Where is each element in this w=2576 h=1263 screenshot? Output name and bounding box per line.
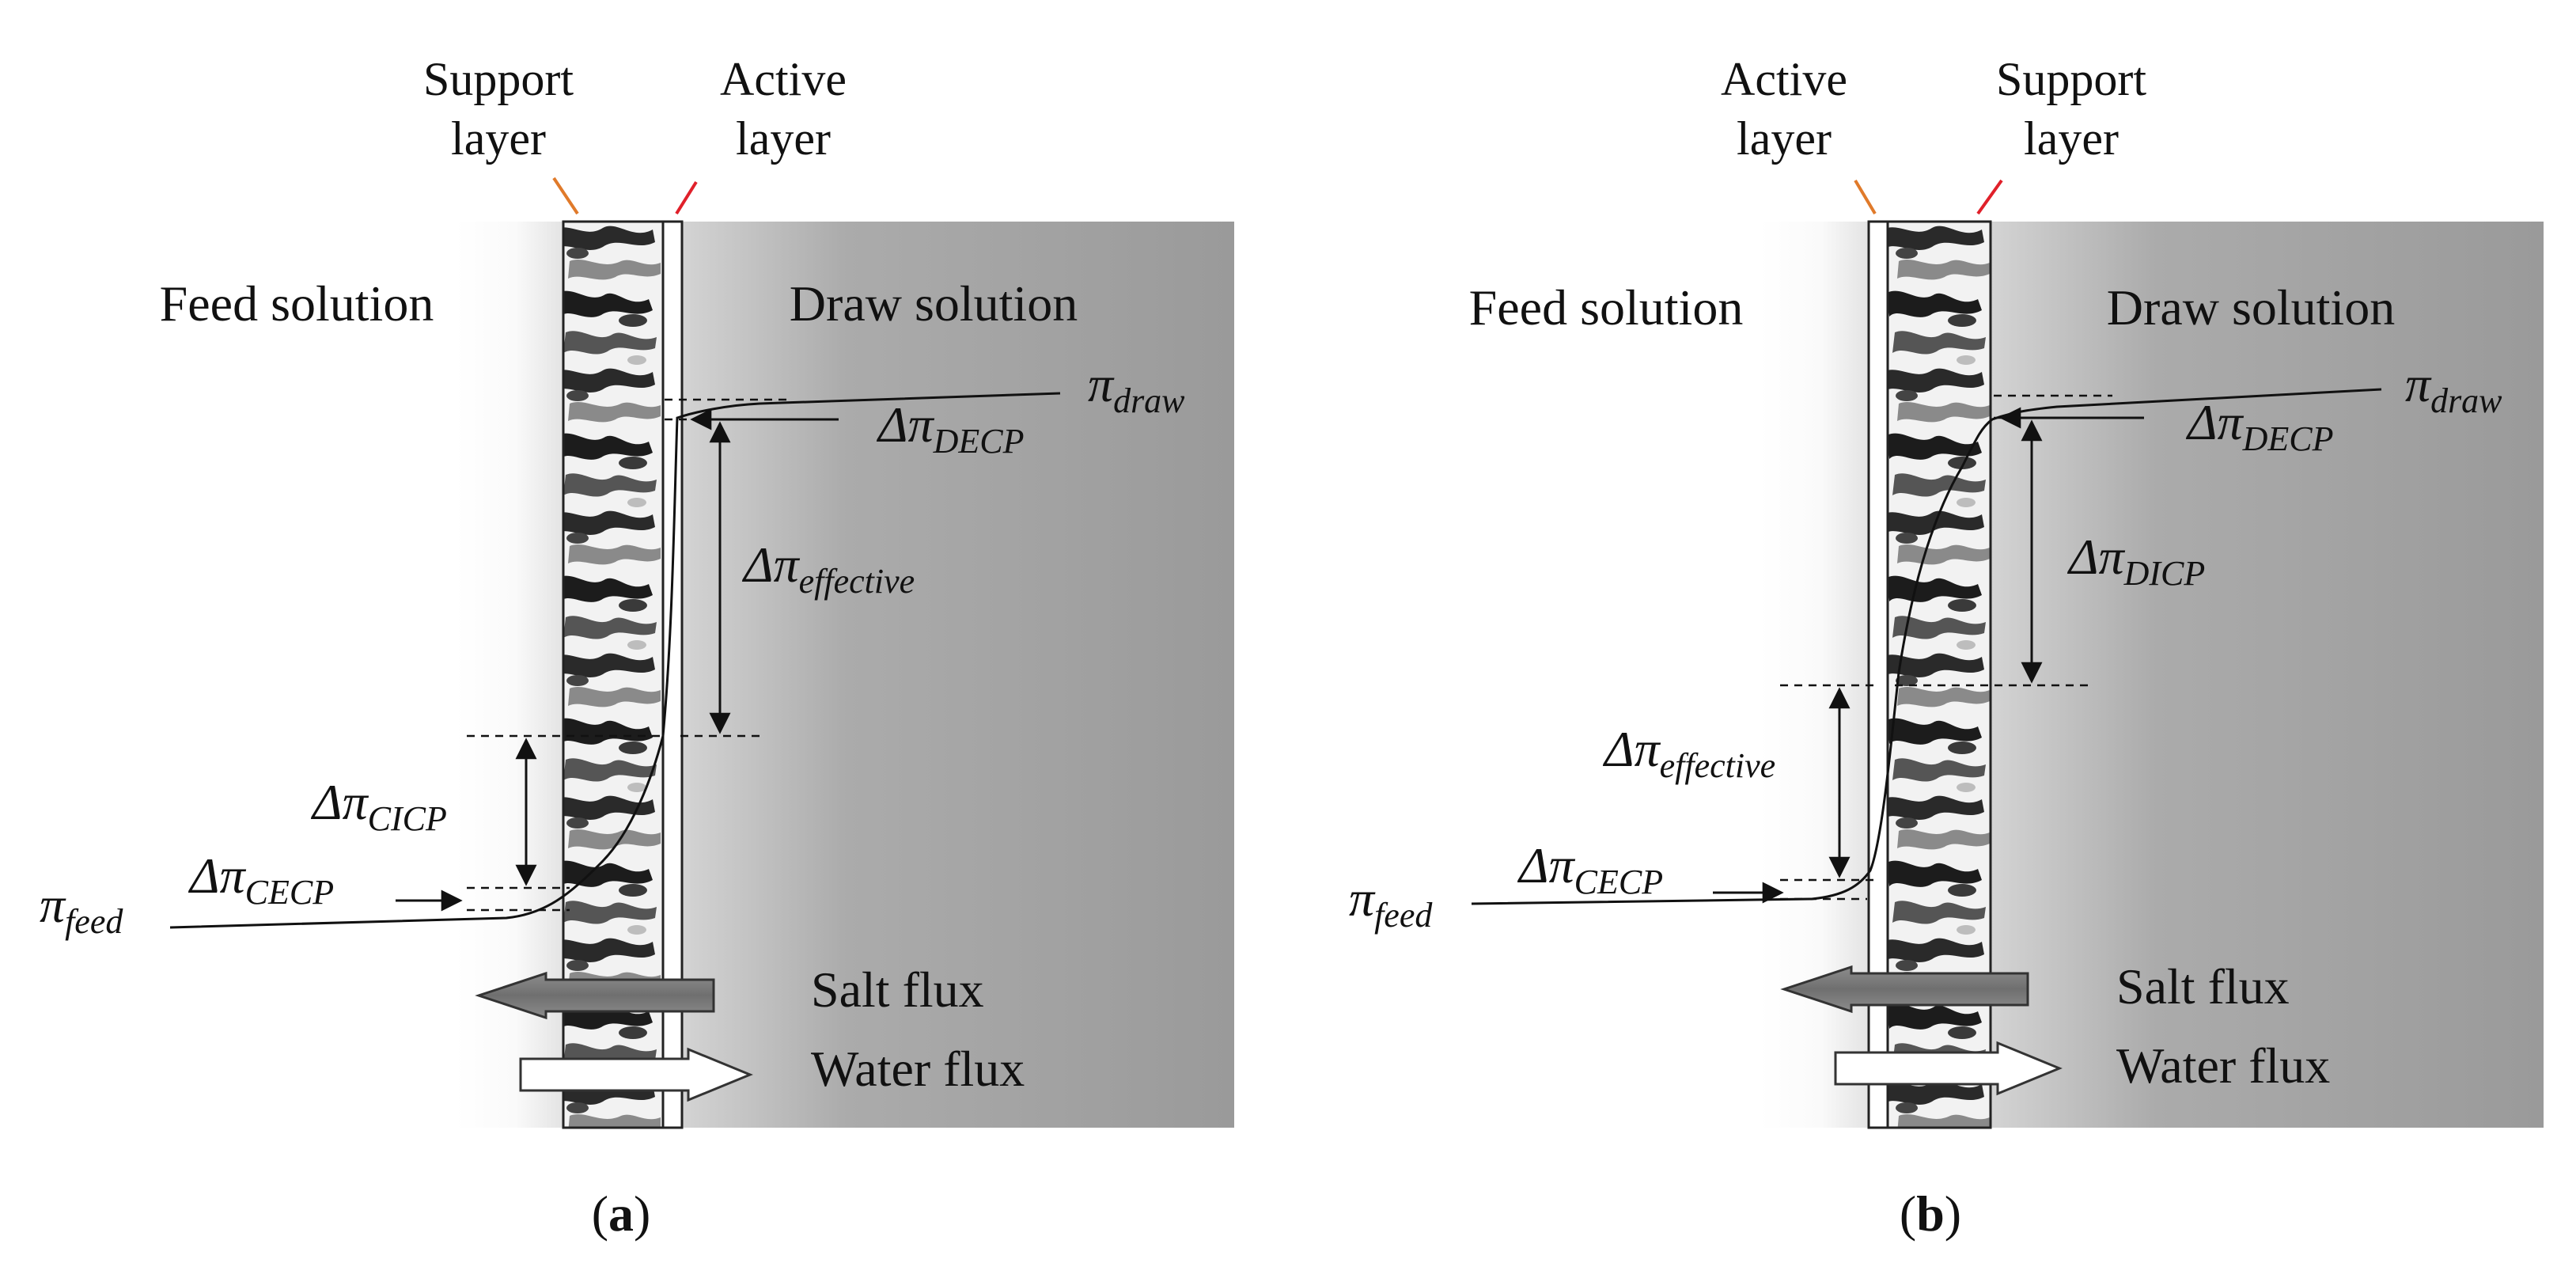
draw-solution-region [680,222,1234,1128]
active-layer-label-line1: Active [720,53,847,105]
delta-pi-cecp-label: ΔπCECP [188,848,334,912]
delta-pi-decp-label: ΔπDECP [2185,394,2334,458]
water-flux-arrow [1834,1041,2063,1096]
delta-pi-decp-label: ΔπDECP [876,396,1025,461]
active-layer-label-line2: layer [736,112,831,165]
water-flux-label: Water flux [2116,1037,2330,1094]
pi-feed-label: πfeed [40,877,123,941]
delta-pi-effective-label: Δπeffective [741,537,915,601]
support-layer-label-line1: Support [1996,53,2146,105]
panel-a: Support layer Active layer Feed solution… [40,53,1234,1242]
support-layer-label-line2: layer [2024,112,2119,165]
support-layer-label-line2: layer [451,112,546,165]
active-layer-membrane [661,220,684,1129]
osmotic-pressure-profile [1471,388,2382,905]
salt-flux-arrow [475,971,715,1020]
delta-pi-effective-label: Δπeffective [1602,721,1775,785]
pi-draw-label: πdraw [2405,356,2502,420]
panel-a-caption: (a) [592,1185,651,1242]
delta-pi-cicp-label: ΔπCICP [310,774,447,838]
active-layer-label-line2: layer [1737,112,1832,165]
pi-feed-label: πfeed [1349,870,1433,935]
draw-solution-label: Draw solution [2107,279,2395,336]
feed-solution-label: Feed solution [160,275,434,332]
panel-b-caption: (b) [1900,1185,1961,1242]
panel-b: Active layer Support layer Feed solution… [1349,53,2544,1242]
feed-solution-region [455,222,566,1128]
salt-flux-label: Salt flux [811,961,984,1018]
active-layer-leader [675,180,698,215]
water-flux-label: Water flux [811,1041,1025,1097]
delta-pi-cecp-label: ΔπCECP [1517,837,1663,901]
support-layer-leader [1976,179,2003,215]
active-layer-label-line1: Active [1721,53,1847,105]
salt-flux-arrow [1780,965,2029,1014]
water-flux-arrow [519,1047,753,1102]
support-layer-membrane [562,220,665,1129]
osmotic-pressure-profile [169,392,1061,929]
pi-draw-label: πdraw [1088,356,1185,420]
support-layer-leader [552,176,579,215]
support-layer-label-line1: Support [423,53,574,105]
draw-solution-region [1990,222,2544,1128]
delta-pi-dicp-label: ΔπDICP [2066,529,2205,593]
feed-solution-label: Feed solution [1469,279,1744,336]
draw-solution-label: Draw solution [790,275,1078,332]
active-layer-leader [1854,179,1877,215]
salt-flux-label: Salt flux [2116,958,2290,1015]
